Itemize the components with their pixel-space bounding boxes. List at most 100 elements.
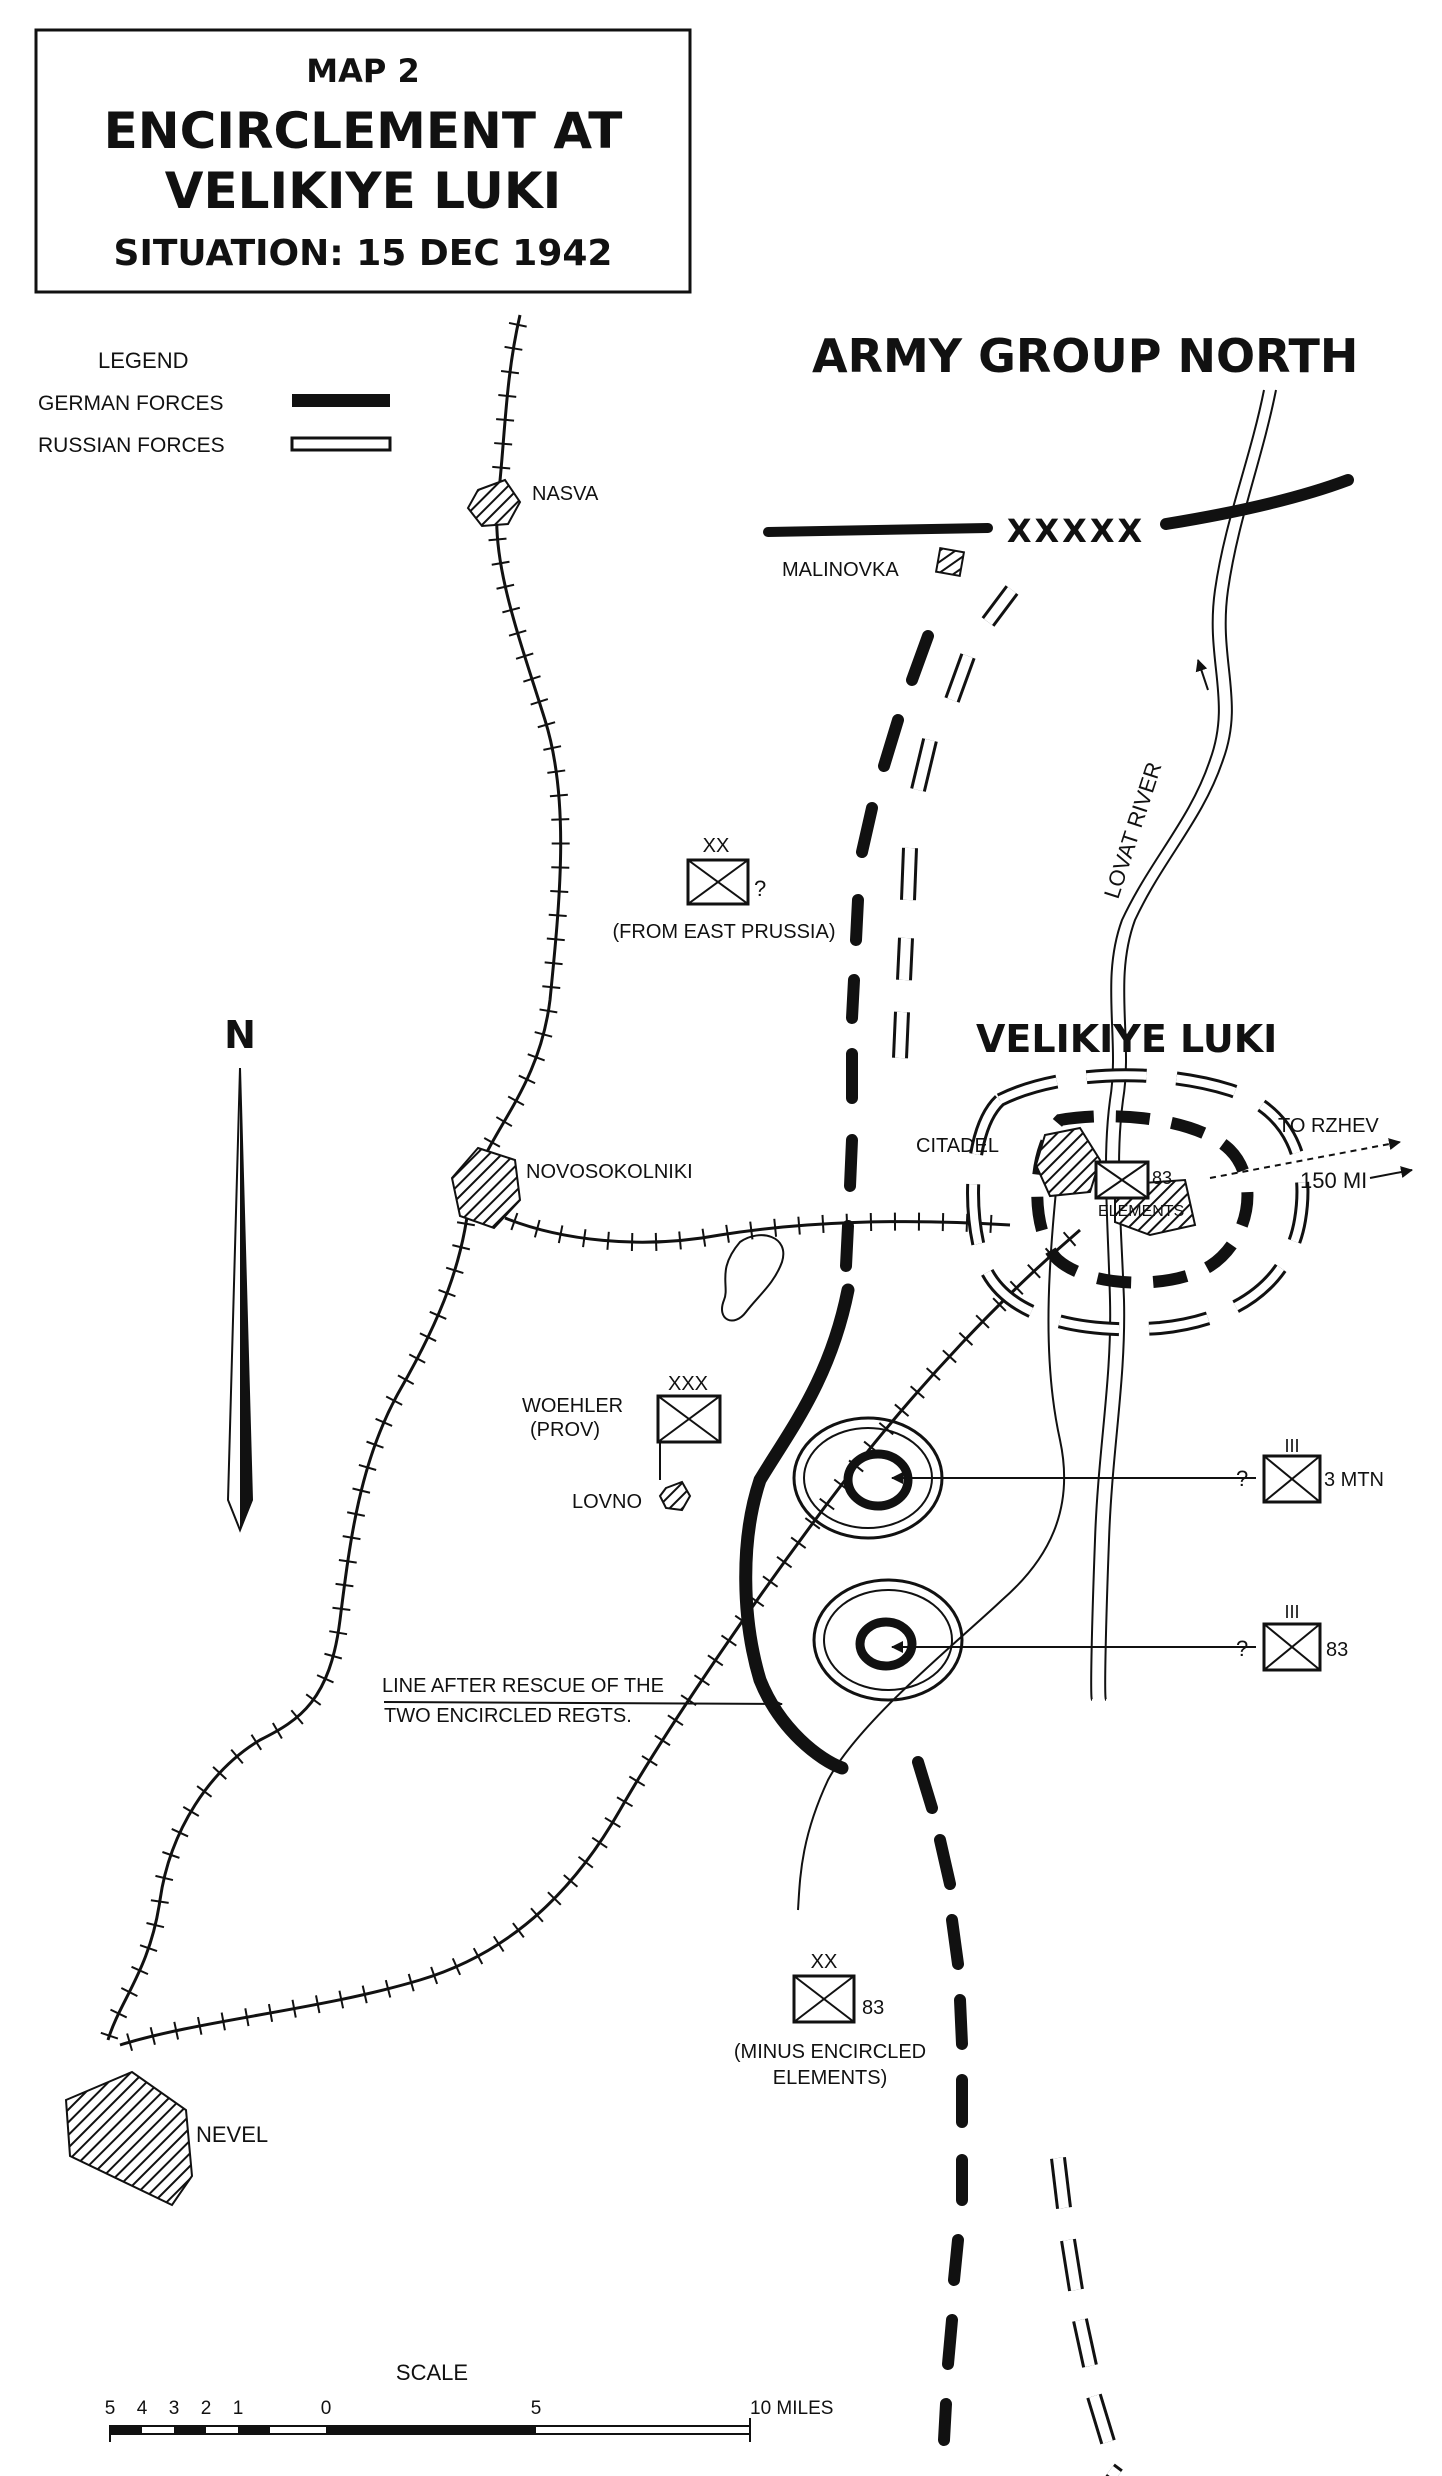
- railway-tie: [749, 1221, 754, 1240]
- unit-woehler: XXX WOEHLER (PROV): [522, 1373, 722, 1480]
- nasva-label: NASVA: [532, 483, 599, 505]
- railway-tie: [361, 1985, 368, 2004]
- railway-tie: [305, 1693, 322, 1706]
- railway-tie: [762, 1575, 779, 1588]
- railway-tie: [654, 1232, 658, 1251]
- north-letter: N: [224, 1013, 256, 1057]
- railway-tie: [707, 1654, 724, 1667]
- railway-tie: [819, 1497, 835, 1511]
- railway-tie: [451, 1957, 461, 1976]
- railway-tie: [654, 1734, 671, 1747]
- nevel-town: [64, 2070, 194, 2207]
- railway-tie: [518, 1074, 536, 1085]
- railway-tie: [502, 606, 521, 614]
- unit-woehler-echelon: XXX: [668, 1373, 708, 1395]
- railway-tie: [162, 1851, 180, 1859]
- railway-tie: [542, 985, 561, 989]
- german-force-segment: [912, 1756, 938, 1814]
- malinovka-label: MALINOVKA: [782, 559, 899, 581]
- russian-force-segment: [1053, 2157, 1069, 2209]
- army-group-north-label: ARMY GROUP NORTH: [812, 329, 1358, 383]
- legend-german-swatch: [292, 394, 390, 407]
- railway-tie: [549, 793, 568, 798]
- railway-tie: [797, 1216, 801, 1235]
- rescue-line-annotation-2: TWO ENCIRCLED REGTS.: [384, 1705, 632, 1727]
- railway-tie: [171, 1828, 189, 1838]
- railway-tie: [563, 1874, 579, 1888]
- railway-tie: [290, 1709, 304, 1725]
- railway-tie: [508, 321, 527, 328]
- to-rzhev-label: TO RZHEV: [1278, 1115, 1379, 1137]
- unit-83-division-note-2: ELEMENTS): [773, 2067, 887, 2089]
- railway-tie: [430, 1966, 439, 1985]
- railway-tie: [173, 2021, 180, 2040]
- unit-83-division: XX 83 (MINUS ENCIRCLED ELEMENTS): [734, 1951, 926, 2089]
- german-dashed-lines: [840, 630, 968, 2446]
- railway-tie: [547, 769, 566, 774]
- railway-tie: [591, 1836, 608, 1849]
- railway-tie: [352, 1487, 371, 1494]
- unit-83-division-number: 83: [862, 1997, 884, 2019]
- railway-tie: [429, 1310, 447, 1320]
- railway-tie: [530, 698, 549, 706]
- railway-tie: [155, 1874, 174, 1882]
- unit-woehler-name: WOEHLER: [522, 1395, 623, 1417]
- railway-tie: [366, 1440, 384, 1449]
- railway-tie: [342, 1535, 361, 1541]
- railway-tie: [385, 1395, 403, 1406]
- scale-tick-label: 5: [105, 2398, 116, 2419]
- railway-tie: [324, 1652, 343, 1660]
- railway-tie: [407, 1973, 415, 1992]
- lake: [721, 1234, 785, 1322]
- rescue-line-annotation-pointer: [383, 1697, 783, 1710]
- german-force-segment: [850, 894, 864, 946]
- railway-tie: [496, 418, 515, 422]
- scale-tick-label: 2: [201, 2398, 212, 2419]
- railway-tie: [678, 1231, 682, 1250]
- railway-tie: [498, 394, 517, 398]
- map-title-line1: ENCIRCLEMENT AT: [104, 102, 623, 160]
- legend-heading: LEGEND: [98, 348, 188, 373]
- unit-east-prussia-note: (FROM EAST PRUSSIA): [613, 921, 836, 943]
- german-lines: [739, 474, 1354, 1775]
- railway-tie: [220, 2012, 226, 2031]
- army-group-boundary-west: [763, 523, 993, 537]
- railway-tie: [500, 369, 520, 375]
- railway-tie: [550, 889, 569, 893]
- german-force-segment: [946, 1914, 964, 1970]
- russian-force-segment: [1075, 2318, 1095, 2368]
- railway-tie: [510, 1212, 519, 1231]
- velikiye-luki-encirclement: [966, 1068, 1310, 1337]
- scale-tick-label: 3: [169, 2398, 180, 2419]
- railway-tie: [196, 1785, 213, 1798]
- russian-force-segment: [1107, 2466, 1121, 2476]
- russian-force-segment: [913, 738, 935, 792]
- railway-tie: [335, 1582, 354, 1588]
- russian-force-segment: [1063, 2239, 1081, 2291]
- scale-tick-label: 10 MILES: [750, 2398, 833, 2419]
- railway-tie: [452, 1244, 471, 1251]
- railway-tie: [530, 1907, 544, 1923]
- russian-force-lines: [892, 585, 1123, 2476]
- railway-tie: [725, 1224, 730, 1243]
- railway-tie: [1027, 1264, 1041, 1279]
- railway-tie: [641, 1755, 658, 1767]
- army-group-boundary-symbol: XXXXX: [1007, 512, 1145, 550]
- railway-tie: [346, 1511, 366, 1517]
- nevel-label: NEVEL: [196, 2122, 268, 2147]
- railway-tie: [894, 1403, 910, 1417]
- railway-tie: [616, 1796, 634, 1808]
- railway-tie: [925, 1367, 941, 1381]
- legend-russian-label: RUSSIAN FORCES: [38, 434, 225, 457]
- army-group-boundary-east: [1160, 474, 1354, 530]
- unit-3-mtn-echelon: III: [1284, 1436, 1299, 1456]
- unit-east-prussia: XX ? (FROM EAST PRUSSIA): [613, 835, 836, 943]
- railway-tie: [496, 583, 515, 590]
- velikiye-luki-label: VELIKIYE LUKI: [976, 1017, 1277, 1061]
- russian-force-segment: [903, 847, 915, 901]
- railway-tie: [790, 1536, 807, 1549]
- unit-garrison-number: 83: [1152, 1168, 1172, 1188]
- railway-tie: [408, 1353, 426, 1364]
- railway-tie: [523, 675, 541, 683]
- railway-tie: [720, 1634, 737, 1647]
